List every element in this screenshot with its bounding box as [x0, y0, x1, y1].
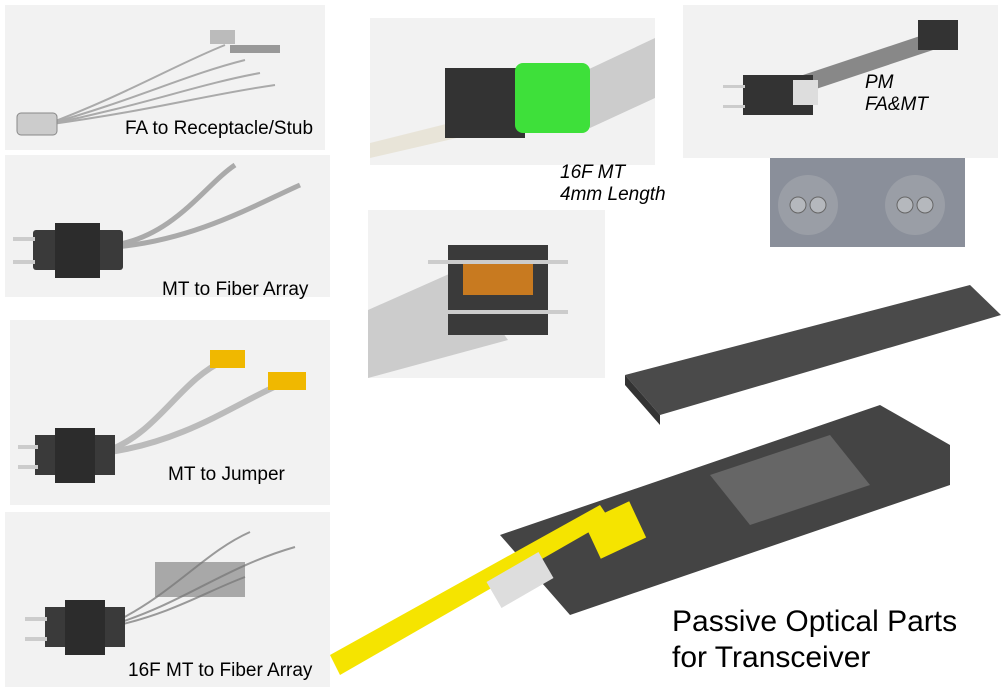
mt16-fiber-array-photo — [5, 512, 330, 687]
mt16-label-line2: 4mm Length — [560, 184, 666, 205]
mt-fiber-array-photo — [5, 155, 330, 297]
pm-label: PM FA&MT — [865, 72, 928, 116]
title-line1: Passive Optical Parts — [672, 605, 958, 638]
pm-label-line2: FA&MT — [865, 94, 928, 115]
fa-receptacle-label: FA to Receptacle/Stub — [125, 118, 314, 139]
mt16-photo — [370, 18, 655, 165]
endface-micrograph — [770, 158, 965, 247]
ferrule-photo — [368, 210, 605, 378]
mt16-fiber-array-label: 16F MT to Fiber Array — [128, 660, 313, 681]
mt-fiber-array-label: MT to Fiber Array — [162, 279, 309, 300]
transceiver-render — [330, 285, 1001, 687]
title-line2: for Transceiver — [672, 641, 871, 674]
pm-photo — [683, 5, 998, 158]
pm-label-line1: PM — [865, 72, 894, 93]
mt16-label: 16F MT 4mm Length — [560, 162, 666, 206]
fa-receptacle-photo — [5, 5, 325, 150]
mt-jumper-photo — [10, 320, 330, 505]
mt16-label-line1: 16F MT — [560, 162, 626, 183]
title: Passive Optical Parts for Transceiver — [672, 604, 957, 676]
mt-jumper-label: MT to Jumper — [168, 464, 285, 485]
